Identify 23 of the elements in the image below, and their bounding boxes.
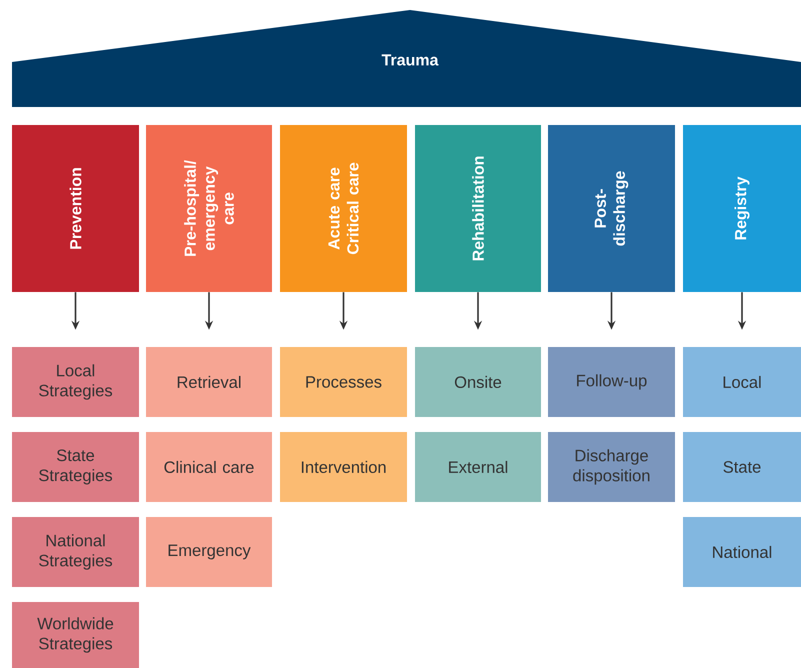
category-box: Pre-hospital/ emergency care	[146, 125, 272, 292]
category-box: Post- discharge	[548, 125, 675, 292]
item-box: Clinical care	[146, 432, 272, 502]
item-box: National Strategies	[12, 516, 139, 587]
category-box: Prevention	[12, 125, 139, 292]
item-box: Local	[683, 346, 801, 417]
item-box: Local Strategies	[12, 346, 139, 417]
item-box: Retrieval	[146, 346, 272, 417]
item-box: Processes	[280, 346, 407, 417]
item-box: Follow-up	[548, 346, 675, 417]
category-box: Acute care Critical care	[280, 125, 407, 292]
item-box: State	[683, 432, 801, 502]
item-box: Discharge disposition	[548, 432, 675, 502]
item-box: Onsite	[415, 346, 541, 417]
item-box: Emergency	[146, 516, 272, 587]
roof-banner: Trauma	[12, 10, 801, 107]
item-box: External	[415, 432, 541, 502]
item-box: Worldwide Strategies	[12, 602, 139, 668]
item-box: National	[683, 516, 801, 587]
item-box: Intervention	[280, 432, 407, 502]
category-box: Registry	[683, 125, 801, 292]
item-box: State Strategies	[12, 432, 139, 502]
category-box: Rehabilitation	[415, 125, 541, 292]
